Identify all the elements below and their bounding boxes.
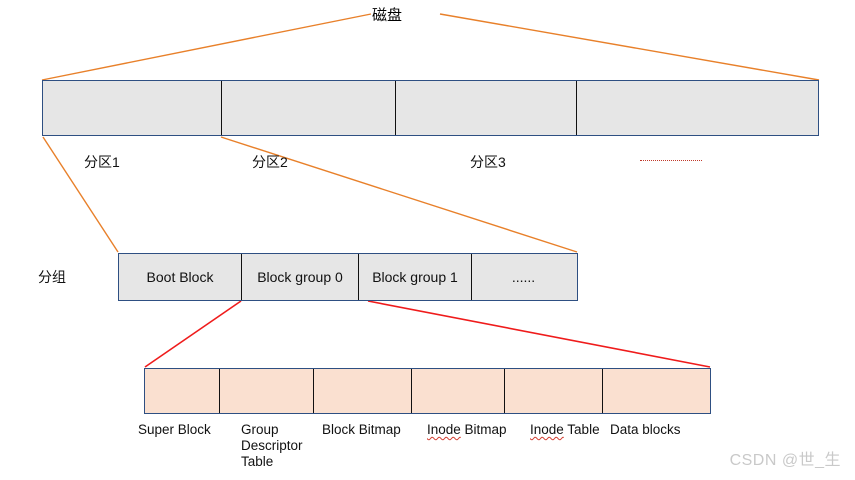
- connector-disk-to-partition-left: [41, 13, 372, 81]
- page-title: 磁盘: [372, 7, 403, 24]
- csdn-watermark: CSDN @世_生: [729, 452, 841, 469]
- partition-label-3: 分区3: [470, 154, 506, 170]
- detail-cell-group-descriptor-table[interactable]: [220, 369, 314, 413]
- partition-cell-1[interactable]: [43, 81, 222, 135]
- detail-cell-inode-bitmap[interactable]: [412, 369, 505, 413]
- detail-cell-data-blocks[interactable]: [603, 369, 710, 413]
- grouping-side-label: 分组: [38, 269, 66, 285]
- detail-label-block-bitmap: Block Bitmap: [322, 422, 401, 437]
- detail-cell-super-block[interactable]: [145, 369, 220, 413]
- detail-label-inode-table-word1: Inode: [530, 422, 564, 437]
- grouping-bar: Boot Block Block group 0 Block group 1 .…: [118, 253, 578, 301]
- connector-group-to-detail-left: [144, 300, 242, 368]
- group-cell-block-group-1[interactable]: Block group 1: [359, 254, 472, 300]
- group-cell-block-group-0[interactable]: Block group 0: [242, 254, 359, 300]
- detail-label-group-descriptor-table: Group Descriptor Table: [241, 422, 321, 470]
- detail-cell-block-bitmap[interactable]: [314, 369, 412, 413]
- detail-label-inode-bitmap-word1: Inode: [427, 422, 461, 437]
- partition-cell-4[interactable]: [577, 81, 818, 135]
- partition-cell-2[interactable]: [222, 81, 396, 135]
- partition-label-2: 分区2: [252, 154, 288, 170]
- detail-cell-inode-table[interactable]: [505, 369, 603, 413]
- partition-cell-3[interactable]: [396, 81, 577, 135]
- detail-label-inode-table: Inode Table: [530, 422, 600, 437]
- partition-label-1: 分区1: [84, 154, 120, 170]
- detail-label-group-descriptor-table-line2: Descriptor: [241, 438, 303, 453]
- detail-label-group-descriptor-table-line3: Table: [241, 454, 274, 469]
- detail-label-inode-bitmap: Inode Bitmap: [427, 422, 507, 437]
- group-cell-ellipsis[interactable]: ......: [472, 254, 575, 300]
- connector-group-to-detail-right: [367, 300, 711, 368]
- block-group-detail-bar: [144, 368, 711, 414]
- partition-continuation-dotted-line: [640, 160, 702, 161]
- detail-label-group-descriptor-table-line1: Group: [241, 422, 279, 437]
- group-cell-boot-block[interactable]: Boot Block: [119, 254, 242, 300]
- detail-label-data-blocks: Data blocks: [610, 422, 681, 437]
- connector-disk-to-partition-right: [439, 13, 820, 81]
- partition-bar: [42, 80, 819, 136]
- detail-label-super-block: Super Block: [138, 422, 211, 437]
